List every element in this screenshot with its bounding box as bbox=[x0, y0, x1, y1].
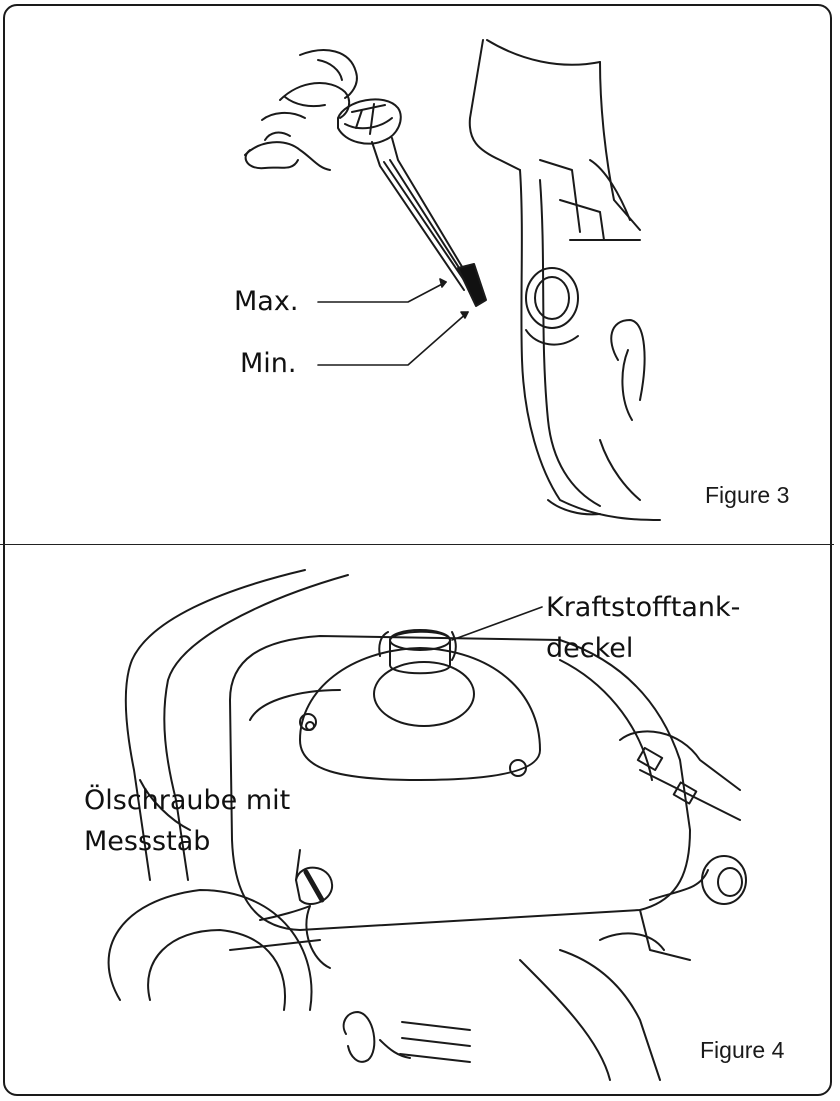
figure4-leaders bbox=[452, 607, 542, 640]
max-label: Max. bbox=[234, 284, 298, 320]
figure3-drawing bbox=[245, 40, 660, 520]
fuel-tank-cap-label-line2: deckel bbox=[546, 631, 633, 667]
oil-screw-label-line2: Messstab bbox=[84, 824, 210, 860]
figure-3-caption: Figure 3 bbox=[705, 482, 789, 509]
figure3-leaders bbox=[318, 279, 468, 365]
figure-4-caption: Figure 4 bbox=[700, 1037, 784, 1064]
fuel-tank-cap-label-line1: Kraftstofftank- bbox=[546, 590, 740, 626]
oil-screw-label-line1: Ölschraube mit bbox=[84, 783, 290, 819]
min-label: Min. bbox=[240, 346, 297, 382]
